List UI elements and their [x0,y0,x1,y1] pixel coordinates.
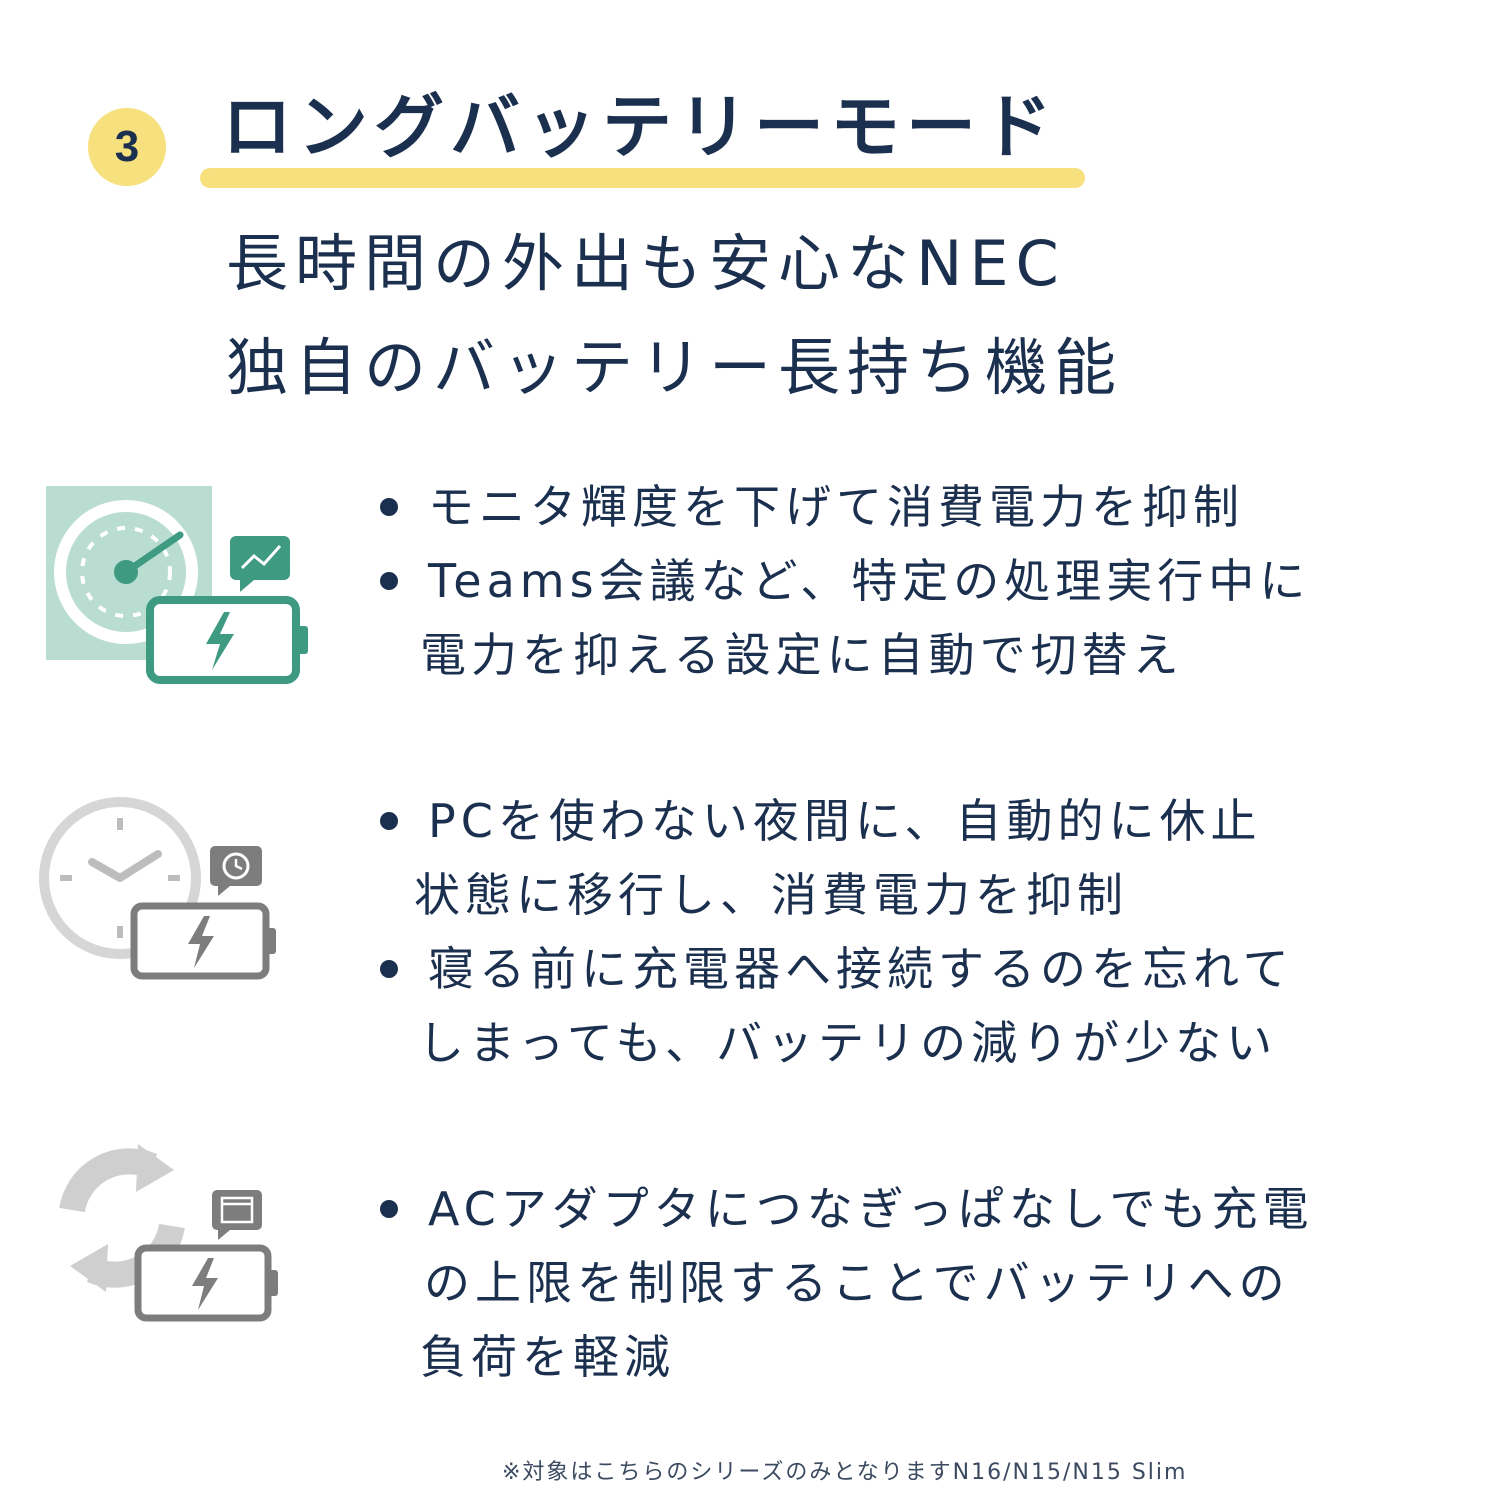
speedometer-battery-icon [46,486,308,684]
bullet-line: しまっても、バッテリの減りが少ない [418,1016,1278,1070]
list-item: PCを使わない夜間に、自動的に休止 状態に移行し、消費電力を抑制 [378,784,1294,932]
feature-bullets: モニタ輝度を下げて消費電力を抑制 Teams会議など、特定の処理実行中に 電力を… [378,470,1310,692]
recycle-battery-icon [59,1144,278,1322]
subtitle-line: 長時間の外出も安心なNEC [226,227,1066,300]
bullet-line: ACアダプタにつなぎっぱなしでも充電 [428,1182,1314,1236]
section-number: 3 [114,122,140,171]
title-highlight [200,168,1085,188]
bullet-line: Teams会議など、特定の処理実行中に [428,554,1311,608]
bullet-line: PCを使わない夜間に、自動的に休止 [428,794,1262,848]
feature-bullets: ACアダプタにつなぎっぱなしでも充電 の上限を制限することでバッテリへの 負荷を… [378,1172,1314,1394]
feature-bullets: PCを使わない夜間に、自動的に休止 状態に移行し、消費電力を抑制 寝る前に充電器… [378,784,1294,1080]
section-number-badge: 3 [88,108,166,186]
list-item: Teams会議など、特定の処理実行中に 電力を抑える設定に自動で切替え [378,544,1310,692]
list-item: モニタ輝度を下げて消費電力を抑制 [378,470,1310,544]
subtitle-line: 独自のバッテリー長持ち機能 [226,331,1124,404]
list-item: ACアダプタにつなぎっぱなしでも充電 の上限を制限することでバッテリへの 負荷を… [378,1172,1314,1394]
clock-battery-icon [39,797,276,980]
bullet-line: 状態に移行し、消費電力を抑制 [414,868,1128,922]
bullet-line: 負荷を軽減 [420,1330,675,1384]
footnote: ※対象はこちらのシリーズのみとなりますN16/N15/N15 Slim [502,1460,1188,1485]
bullet-line: 寝る前に充電器へ接続するのを忘れて [428,942,1294,996]
list-item: 寝る前に充電器へ接続するのを忘れて しまっても、バッテリの減りが少ない [378,932,1294,1080]
bullet-line: 電力を抑える設定に自動で切替え [420,628,1184,682]
bullet-line: モニタ輝度を下げて消費電力を抑制 [428,480,1244,534]
page-title: ロングバッテリーモード [222,86,1058,168]
bullet-line: の上限を制限することでバッテリへの [424,1256,1290,1310]
subtitle: 長時間の外出も安心なNEC 独自のバッテリー長持ち機能 [226,212,1123,420]
